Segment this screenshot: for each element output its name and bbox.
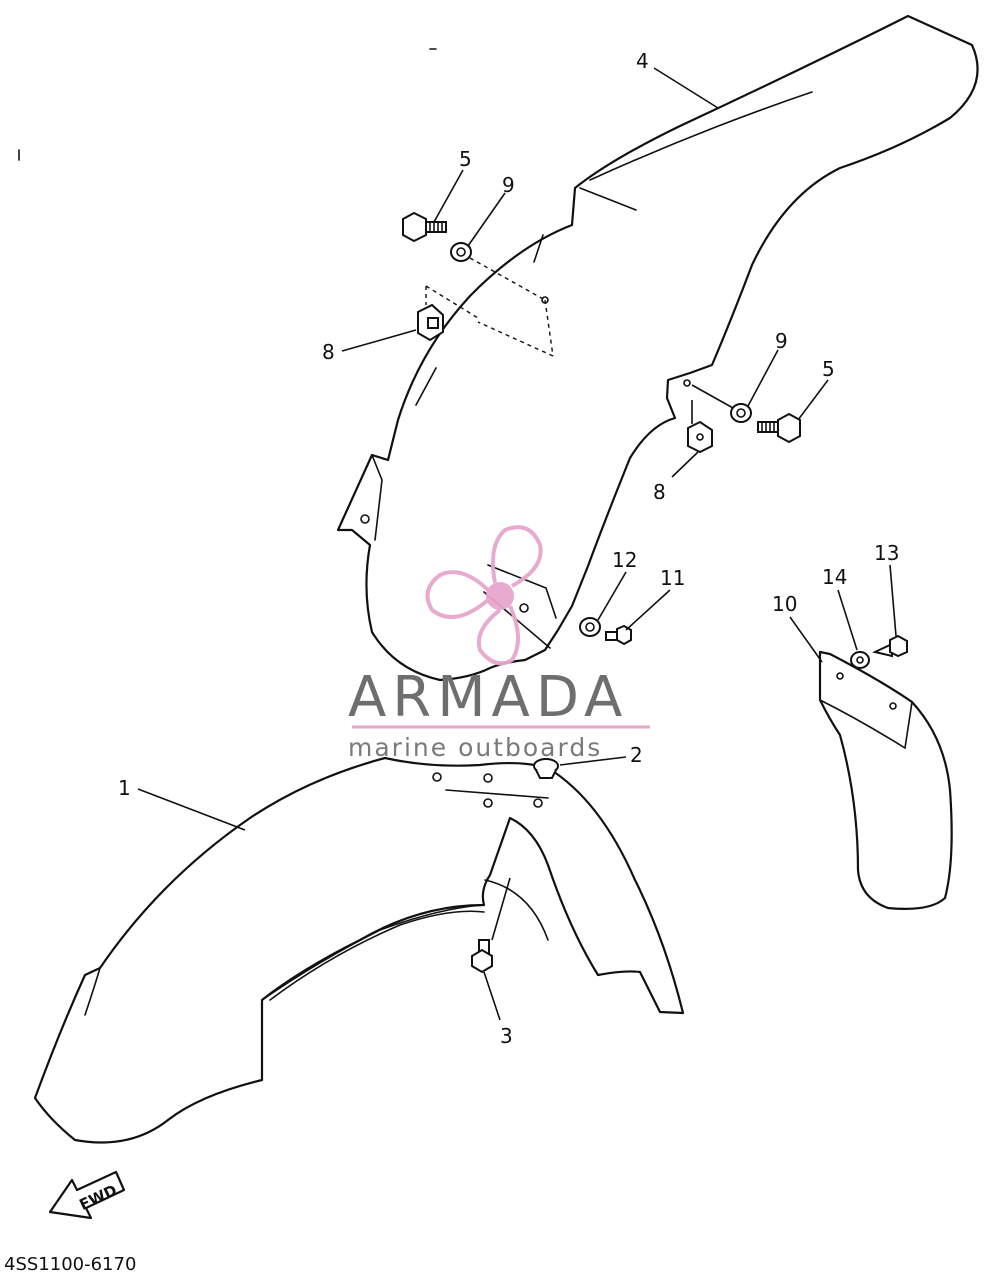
leader-lines bbox=[137, 67, 897, 1021]
callout-1: 1 bbox=[118, 776, 131, 800]
rear-fender-part-4 bbox=[336, 14, 979, 682]
callout-5: 5 bbox=[822, 357, 835, 381]
front-fender-part-1 bbox=[33, 756, 685, 1144]
watermark-title: ARMADA bbox=[348, 665, 628, 730]
nut-icon bbox=[579, 617, 601, 637]
diagram-code: 4SS1100-6170 bbox=[4, 1254, 136, 1275]
callout-9: 9 bbox=[775, 329, 788, 353]
washer-icon bbox=[850, 651, 870, 669]
callout-8: 8 bbox=[322, 340, 335, 364]
bolt-icon bbox=[757, 412, 801, 444]
collar-washer-icon bbox=[730, 403, 752, 423]
callout-4: 4 bbox=[636, 49, 649, 73]
propeller-logo-icon bbox=[425, 525, 543, 666]
callout-14: 14 bbox=[822, 565, 847, 589]
screw-icon bbox=[605, 624, 632, 646]
callout-10: 10 bbox=[772, 592, 797, 616]
callout-2: 2 bbox=[630, 743, 643, 767]
callout-13: 13 bbox=[874, 541, 899, 565]
callout-3: 3 bbox=[500, 1024, 513, 1048]
callout-8: 8 bbox=[653, 480, 666, 504]
armada-watermark: ARMADA marine outboards bbox=[348, 525, 650, 762]
grommet-icon bbox=[533, 758, 559, 779]
mud-flap-part-10 bbox=[818, 650, 953, 910]
clip-nut-icon bbox=[417, 303, 444, 342]
collar-washer-icon bbox=[450, 242, 472, 262]
forward-arrow-icon: FWD bbox=[48, 1170, 126, 1220]
callout-labels: 4 5 9 8 9 5 8 12 11 10 14 13 1 2 3 bbox=[118, 49, 899, 1048]
watermark-subtitle: marine outboards bbox=[348, 733, 602, 762]
tapping-screw-icon bbox=[871, 634, 908, 658]
callout-9: 9 bbox=[502, 173, 515, 197]
bolt-icon bbox=[471, 939, 493, 974]
clip-nut-icon bbox=[687, 420, 713, 454]
callout-11: 11 bbox=[660, 566, 685, 590]
callout-5: 5 bbox=[459, 147, 472, 171]
callout-12: 12 bbox=[612, 548, 637, 572]
bolt-icon bbox=[402, 211, 447, 243]
